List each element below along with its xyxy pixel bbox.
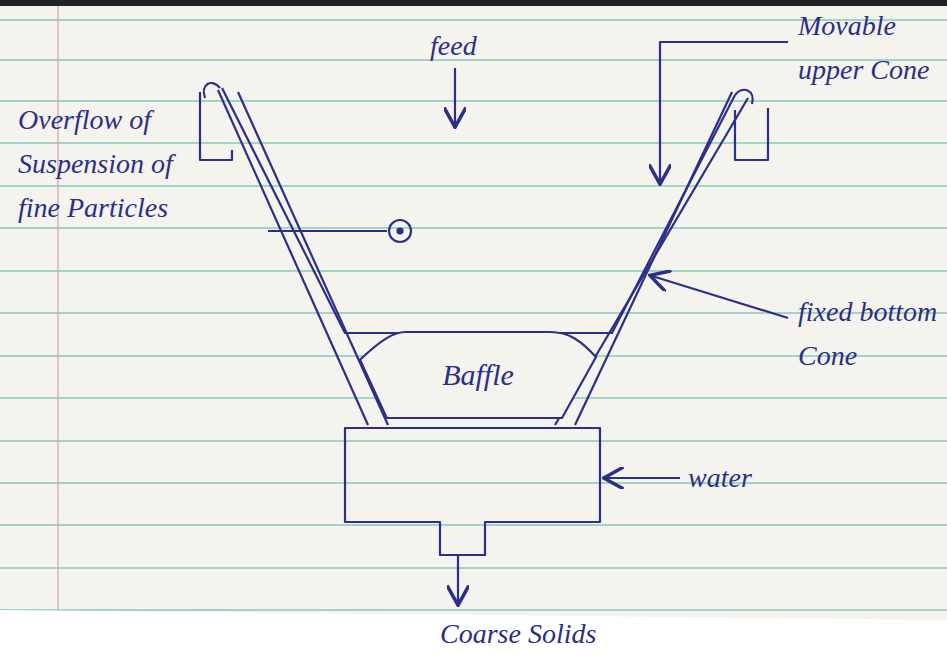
feed-label: feed	[430, 24, 550, 68]
part-name: Movable upper Cone	[798, 4, 943, 92]
node-text: Baffle	[442, 358, 514, 392]
outlet-label: Coarse Solids	[440, 612, 740, 656]
part-name: fixed bottom Cone	[798, 290, 938, 378]
water-label: water	[688, 456, 808, 500]
overflow-label: Overflow of Suspension of fine Particles	[18, 98, 208, 230]
baffle: Baffle	[358, 330, 598, 420]
